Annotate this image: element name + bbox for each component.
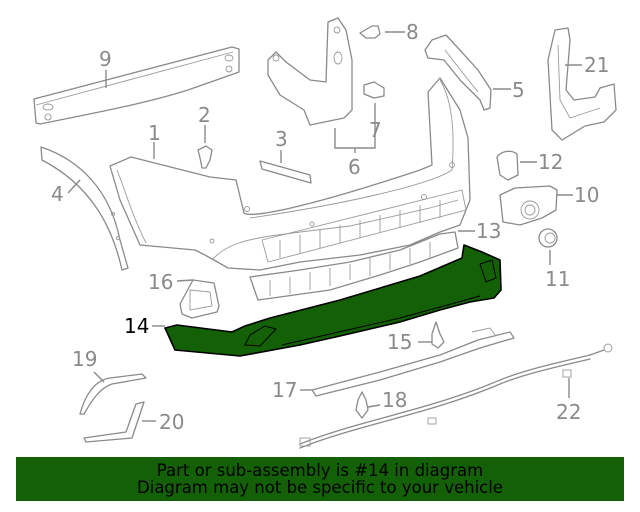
part-16-reflector-bracket[interactable] (179, 279, 220, 319)
part-9-reinforcement-bar[interactable] (33, 46, 240, 125)
part-11-sensor-retainer[interactable] (538, 228, 558, 248)
callout-13[interactable]: 13 (476, 219, 501, 243)
callout-10[interactable]: 10 (574, 183, 599, 207)
part-5-side-bracket[interactable] (424, 34, 492, 111)
part-10-parking-sensor[interactable] (499, 185, 558, 226)
callout-17[interactable]: 17 (272, 378, 297, 402)
callout-4[interactable]: 4 (51, 182, 64, 206)
callout-5[interactable]: 5 (512, 78, 525, 102)
part-21-mud-flap[interactable] (547, 27, 617, 141)
part-info-banner: Part or sub-assembly is #14 in diagram D… (16, 457, 624, 501)
callout-14[interactable]: 14 (124, 314, 149, 338)
part-17-molding-strip[interactable] (311, 327, 515, 397)
energy-absorber-grid (261, 189, 467, 263)
part-20-trim-molding[interactable] (83, 401, 145, 443)
callout-19[interactable]: 19 (72, 347, 97, 371)
part-6-side-bracket[interactable] (267, 17, 353, 126)
callout-12[interactable]: 12 (538, 150, 563, 174)
callout-numbers: 9 2 3 1 4 6 7 8 5 21 12 10 11 13 14 15 1… (51, 20, 609, 434)
callout-18[interactable]: 18 (382, 388, 407, 412)
part-13-bumper-bracket[interactable] (249, 231, 459, 301)
part-1-bumper-cover[interactable] (109, 77, 471, 271)
callout-7[interactable]: 7 (369, 118, 382, 142)
callout-11[interactable]: 11 (545, 267, 570, 291)
part-14-lower-valance[interactable] (164, 244, 502, 357)
callout-6[interactable]: 6 (348, 155, 361, 179)
part-18-push-clip[interactable] (355, 391, 369, 419)
callout-2[interactable]: 2 (198, 103, 211, 127)
callout-leaders (67, 31, 582, 422)
banner-disclaimer-line: Diagram may not be specific to your vehi… (137, 478, 503, 497)
banner-part-line: Part or sub-assembly is #14 in diagram (156, 461, 484, 480)
part-19-trim-molding[interactable] (79, 373, 147, 415)
callout-1[interactable]: 1 (148, 121, 161, 145)
part-8-push-clip[interactable] (359, 25, 381, 39)
callout-20[interactable]: 20 (159, 410, 184, 434)
callout-21[interactable]: 21 (584, 53, 609, 77)
part-4-wheel-flare-molding[interactable] (40, 146, 129, 271)
part-12-sensor-cover[interactable] (496, 150, 519, 181)
part-3-molding-strip[interactable] (259, 160, 312, 184)
part-2-push-clip[interactable] (197, 145, 213, 169)
callout-16[interactable]: 16 (148, 270, 173, 294)
callout-15[interactable]: 15 (387, 330, 412, 354)
part-15-push-clip[interactable] (431, 321, 445, 349)
part-7-u-nut[interactable] (363, 81, 385, 99)
part-22-wiring-harness[interactable] (299, 343, 613, 449)
callout-9[interactable]: 9 (99, 47, 112, 71)
callout-3[interactable]: 3 (275, 127, 288, 151)
callout-8[interactable]: 8 (406, 20, 419, 44)
callout-22[interactable]: 22 (556, 400, 581, 424)
